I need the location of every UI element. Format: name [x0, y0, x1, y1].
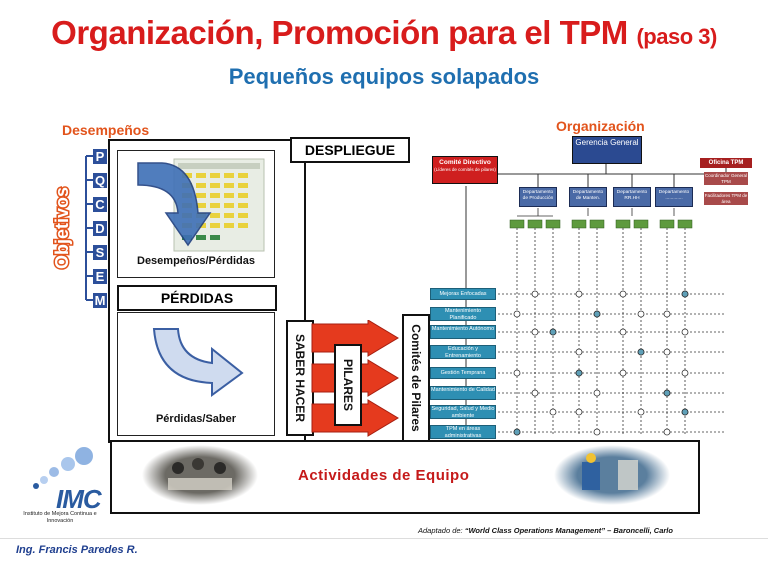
pillar-seguridad: Seguridad, Salud y Medio ambiente: [430, 405, 496, 419]
pilares-text: PILARES: [341, 358, 355, 412]
dept-otro: Departamento .............: [655, 187, 693, 207]
pillar-mejoras-enfocadas: Mejoras Enfocadas: [430, 288, 496, 300]
pillar-mantenimiento-planificado: Mantenimiento Planificado: [430, 307, 496, 321]
despliegue-box: DESPLIEGUE: [290, 137, 410, 163]
saber-hacer-box: SABER HACER: [286, 320, 314, 436]
desempenos-perdidas-panel: Desempeños/Pérdidas: [117, 150, 275, 278]
objetivos-text: Objetivos: [52, 187, 72, 269]
oficina-facilitadores: Facilitadores TPM de área: [704, 192, 748, 205]
credit-source: “World Class Operations Management” – Ba…: [464, 526, 673, 535]
footer-divider: [0, 538, 768, 539]
pillar-gestion-temprana: Gestión Temprana: [430, 367, 496, 379]
dept-mantenimiento: Departamento de Manten.: [569, 187, 607, 207]
title-main: Organización, Promoción para el TPM: [51, 14, 628, 51]
imc-logo-subtitle: Instituto de Mejora Continua e Innovació…: [23, 511, 97, 524]
imc-logo-text: IMC: [56, 484, 102, 514]
objective-letter-m: M: [93, 293, 107, 308]
dept-produccion: Departamento de Producción: [519, 187, 557, 207]
comite-directivo-sub: (Líderes de comités de pilares): [434, 167, 496, 172]
comite-directivo-box: Comité Directivo (Líderes de comités de …: [432, 156, 498, 184]
author-name: Ing. Francis Paredes R.: [16, 544, 138, 556]
imc-logo-dots: [33, 447, 93, 489]
page-subtitle: Pequeños equipos solapados: [228, 64, 540, 89]
comites-pilares-box: Comités de Pilares: [402, 314, 430, 442]
objective-letter-d: D: [93, 221, 107, 236]
team-photo-left: [142, 445, 258, 505]
oficina-tpm-title: Oficina TPM: [700, 158, 752, 168]
perdidas-box: PÉRDIDAS: [117, 285, 277, 311]
panel1-caption: Desempeños/Pérdidas: [137, 255, 255, 267]
team-photo-right: [554, 445, 670, 505]
curved-arrow-illustration: [152, 328, 244, 397]
title-step: (paso 3): [636, 24, 717, 49]
objective-letter-p: P: [93, 149, 107, 164]
objetivos-label: Objetivos: [50, 185, 73, 270]
comite-directivo-title: Comité Directivo: [439, 159, 491, 166]
board-illustration: [137, 158, 265, 252]
actividades-label: Actividades de Equipo: [298, 467, 470, 484]
pillar-mantenimiento-autonomo: Mantenimiento Autónomo: [430, 325, 496, 339]
objective-letter-s: S: [93, 245, 107, 260]
pillar-mantenimiento-calidad: Mantenimiento de Calidad: [430, 386, 496, 400]
oficina-coordinador: Coordinador General TPM: [704, 172, 748, 185]
objective-letter-q: Q: [93, 173, 107, 188]
saber-hacer-text: SABER HACER: [293, 333, 307, 423]
perdidas-saber-panel: Pérdidas/Saber: [117, 312, 275, 436]
pillar-tpm-administrativas: TPM en áreas administrativas: [430, 425, 496, 439]
credit-line: Adaptado de: “World Class Operations Man…: [418, 526, 673, 535]
pilares-box: PILARES: [334, 344, 362, 426]
objetivos-bracket: [85, 155, 94, 301]
dept-rrhh: Departamento RR.HH: [613, 187, 651, 207]
objective-letter-e: E: [93, 269, 107, 284]
objective-letter-c: C: [93, 197, 107, 212]
panel2-caption: Pérdidas/Saber: [155, 413, 237, 425]
pillar-educacion: Educación y Entrenamiento: [430, 345, 496, 359]
credit-prefix: Adaptado de:: [418, 526, 463, 535]
gerencia-general-box: Gerencia General: [572, 136, 642, 164]
desempenos-label: Desempeños: [62, 122, 150, 138]
comites-text: Comités de Pilares: [409, 324, 423, 432]
organizacion-label: Organización: [556, 118, 645, 134]
page-title: Organización, Promoción para el TPM (pas…: [0, 14, 768, 52]
